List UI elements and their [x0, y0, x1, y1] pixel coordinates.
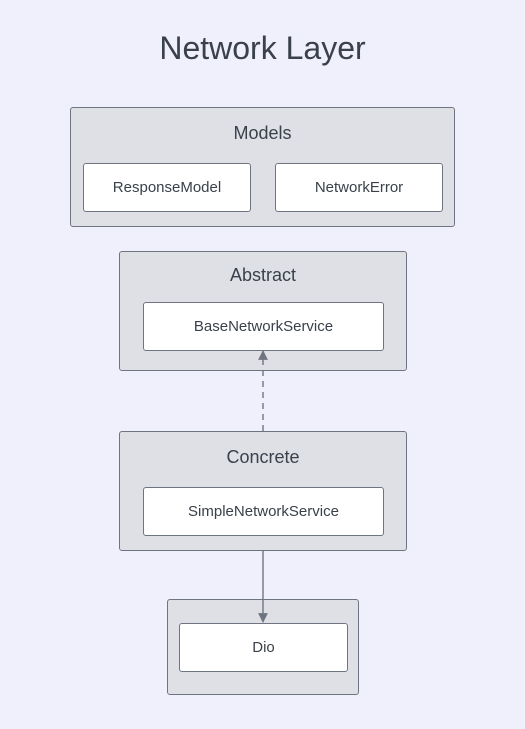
group-models: Models ResponseModel NetworkError [70, 107, 455, 227]
group-label-abstract: Abstract [229, 265, 297, 285]
group-label-concrete: Concrete [226, 447, 300, 467]
group-abstract: Abstract BaseNetworkService [119, 251, 407, 371]
node-simple-network-service[interactable]: SimpleNetworkService [143, 487, 384, 536]
diagram-title: Network Layer [159, 30, 366, 66]
group-label-models: Models [233, 123, 292, 143]
node-response-model[interactable]: ResponseModel [83, 163, 251, 212]
node-base-network-service[interactable]: BaseNetworkService [143, 302, 384, 351]
group-external: Dio [167, 599, 359, 695]
node-dio[interactable]: Dio [179, 623, 348, 672]
node-network-error[interactable]: NetworkError [275, 163, 443, 212]
group-concrete: Concrete SimpleNetworkService [119, 431, 407, 551]
